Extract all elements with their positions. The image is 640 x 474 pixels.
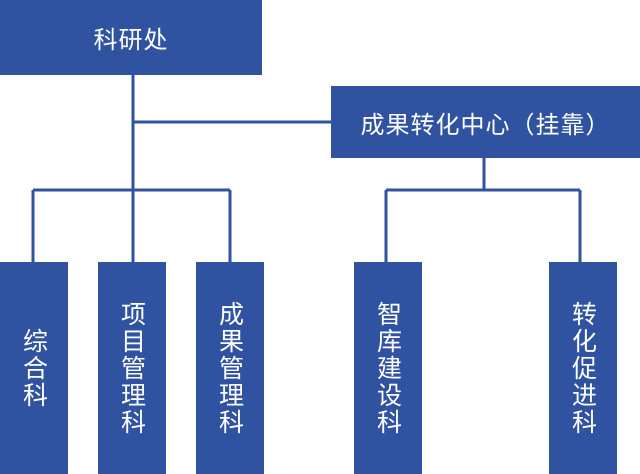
dept-project-label: 项目管理科 bbox=[117, 300, 147, 436]
dept-general-node: 综合科 bbox=[0, 262, 68, 474]
center-node-label: 成果转化中心（挂靠） bbox=[360, 110, 611, 139]
dept-general-label: 综合科 bbox=[19, 327, 49, 409]
dept-achievement-node: 成果管理科 bbox=[196, 262, 264, 474]
root-node-label: 科研处 bbox=[93, 26, 169, 54]
dept-project-node: 项目管理科 bbox=[98, 262, 166, 474]
dept-thinktank-node: 智库建设科 bbox=[354, 262, 422, 474]
dept-transfer-label: 转化促进科 bbox=[568, 300, 598, 436]
root-node: 科研处 bbox=[0, 0, 262, 75]
dept-thinktank-label: 智库建设科 bbox=[373, 300, 403, 436]
dept-achievement-label: 成果管理科 bbox=[215, 300, 245, 436]
dept-transfer-node: 转化促进科 bbox=[549, 262, 617, 474]
center-node: 成果转化中心（挂靠） bbox=[331, 86, 640, 158]
